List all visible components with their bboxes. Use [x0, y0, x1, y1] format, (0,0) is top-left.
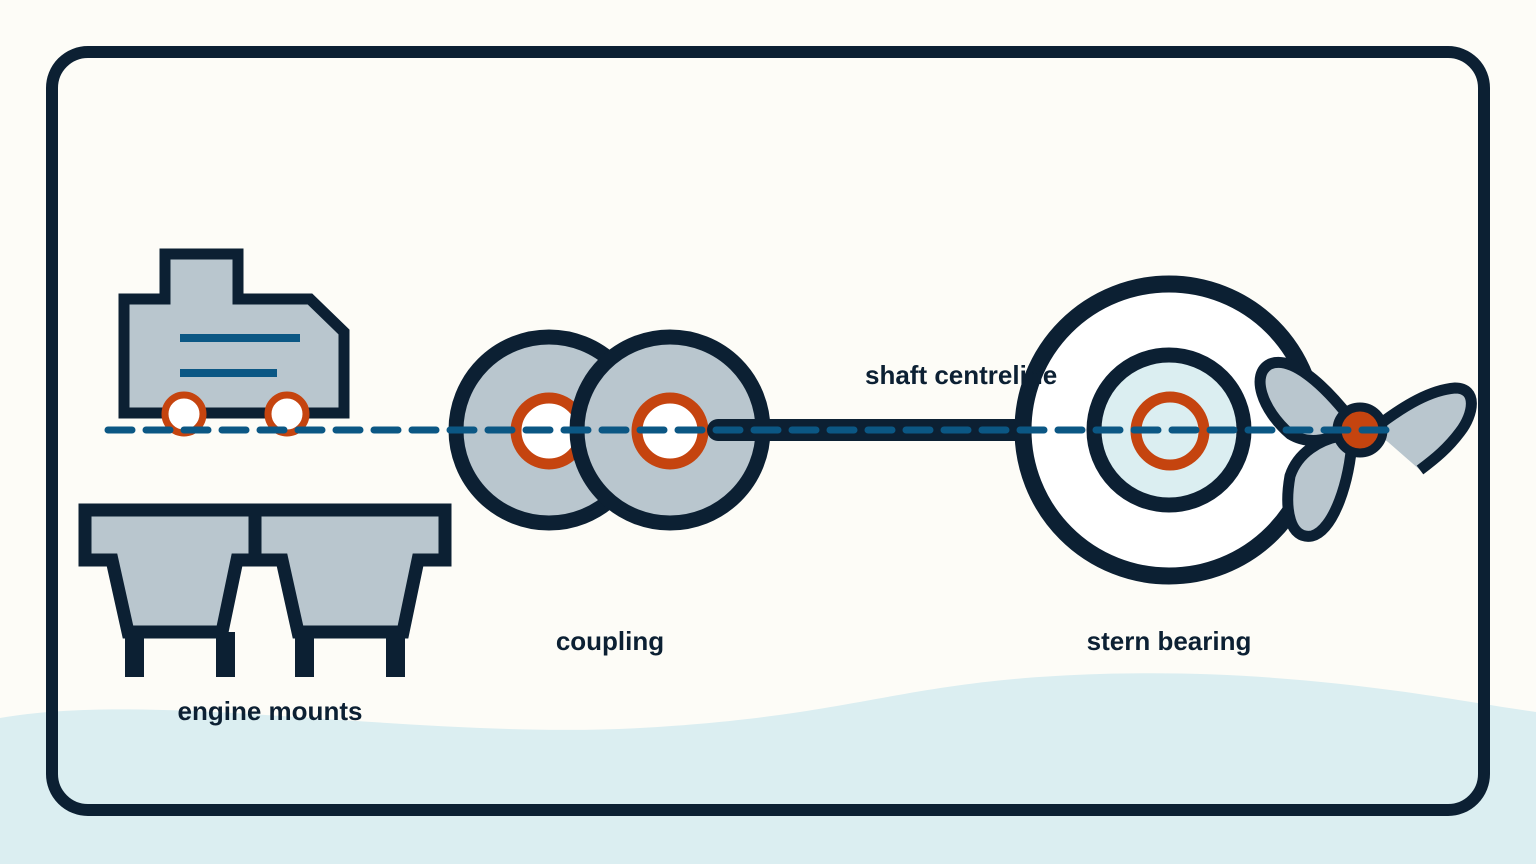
label-stern-bearing: stern bearing — [1087, 626, 1252, 656]
engine — [118, 248, 350, 437]
label-shaft-centreline: shaft centreline — [865, 360, 1057, 390]
label-engine-mounts: engine mounts — [178, 696, 363, 726]
engine-mount-right — [248, 503, 452, 677]
diagram-frame — [46, 46, 1490, 816]
engine-mount-left — [78, 503, 262, 677]
propeller-blade-right — [1372, 388, 1472, 470]
engine-body — [118, 248, 350, 419]
propeller-blade-lower — [1282, 430, 1358, 542]
water-wave — [0, 673, 1536, 864]
label-coupling: coupling — [556, 626, 664, 656]
propeller-blade-right-outline — [1376, 382, 1477, 475]
engine-mount-point-2 — [264, 391, 310, 437]
propeller — [1254, 357, 1477, 542]
